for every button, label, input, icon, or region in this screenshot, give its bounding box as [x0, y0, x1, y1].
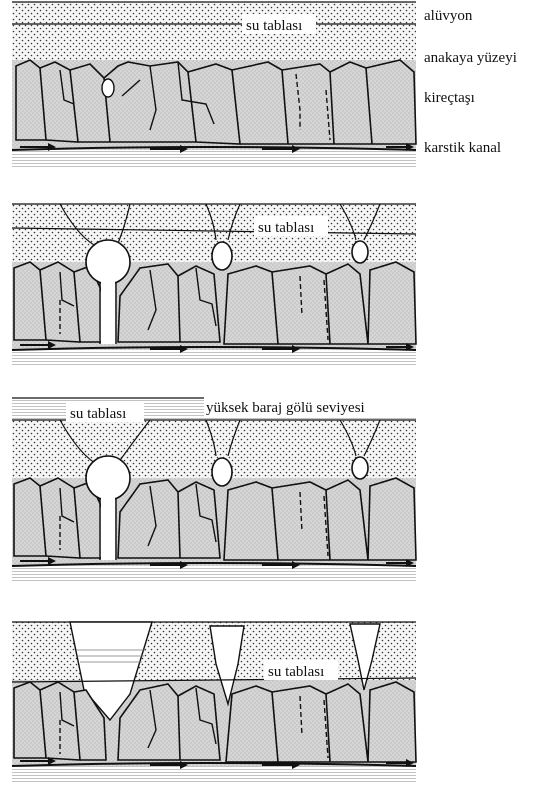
water-table-label-2: su tablası — [258, 220, 314, 236]
channel-band — [12, 766, 416, 782]
panel-4: su tablası — [12, 622, 416, 782]
alluvium-layer — [12, 2, 416, 64]
bedrock-blocks — [16, 60, 416, 144]
reservoir-level-label: yüksek baraj gölü seviyesi — [206, 400, 365, 416]
water-table-label-3: su tablası — [70, 406, 126, 422]
channel-band — [12, 150, 416, 168]
panel-2: su tablası — [12, 204, 416, 366]
panel-3: su tablası yüksek baraj gölü seviyesi — [12, 396, 418, 582]
bedrock-surface-label: anakaya yüzeyi — [424, 50, 517, 66]
karst-channel-label: karstik kanal — [424, 140, 501, 156]
panel-1: su tablası alüvyon anakaya yüzeyi kireçt… — [12, 2, 517, 168]
channel-band — [12, 350, 416, 366]
water-table-label-4: su tablası — [268, 664, 324, 680]
limestone-label: kireçtaşı — [424, 90, 475, 106]
channel-band — [12, 566, 416, 582]
water-table-label-1: su tablası — [246, 18, 302, 34]
alluvium-label: alüvyon — [424, 8, 473, 24]
